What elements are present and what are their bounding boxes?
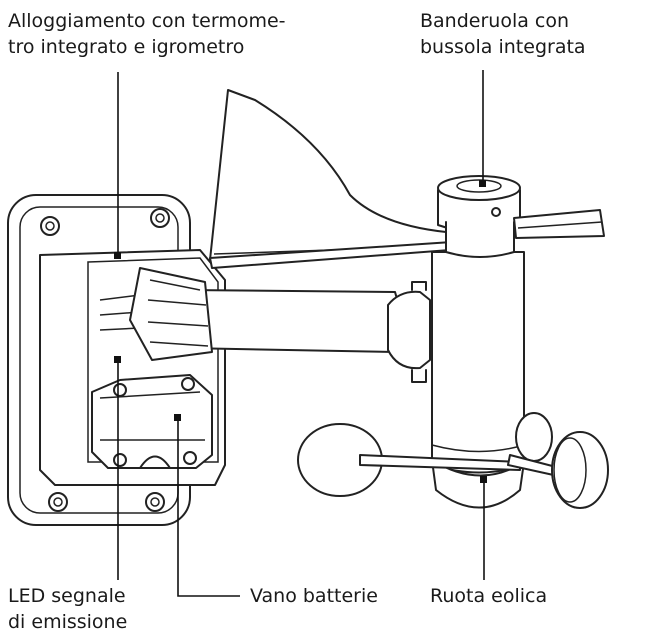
leader-battery — [177, 418, 240, 597]
leader-lines — [114, 70, 487, 597]
label-led: LED segnale di emissione — [8, 583, 127, 635]
label-led-line-1: LED segnale — [8, 585, 126, 607]
label-wheel: Ruota eolica — [430, 583, 547, 609]
label-battery-line-1: Vano batterie — [250, 585, 378, 607]
vane-mast — [431, 175, 605, 474]
label-wheel-line-1: Ruota eolica — [430, 585, 548, 607]
label-housing: Alloggiamento con termome- tro integrato… — [8, 8, 286, 60]
label-housing-line-1: Alloggiamento con termome- — [8, 10, 286, 32]
label-housing-line-2: tro integrato e igrometro — [8, 36, 245, 58]
label-vane-line-1: Banderuola con — [420, 10, 570, 32]
label-vane-line-2: bussola integrata — [420, 36, 586, 58]
wind-cups — [297, 412, 609, 509]
support-arm — [129, 267, 431, 383]
wind-vane-fin — [209, 89, 453, 269]
label-led-line-2: di emissione — [8, 611, 128, 633]
label-vane: Banderuola con bussola integrata — [420, 8, 586, 60]
label-battery: Vano batterie — [250, 583, 378, 609]
